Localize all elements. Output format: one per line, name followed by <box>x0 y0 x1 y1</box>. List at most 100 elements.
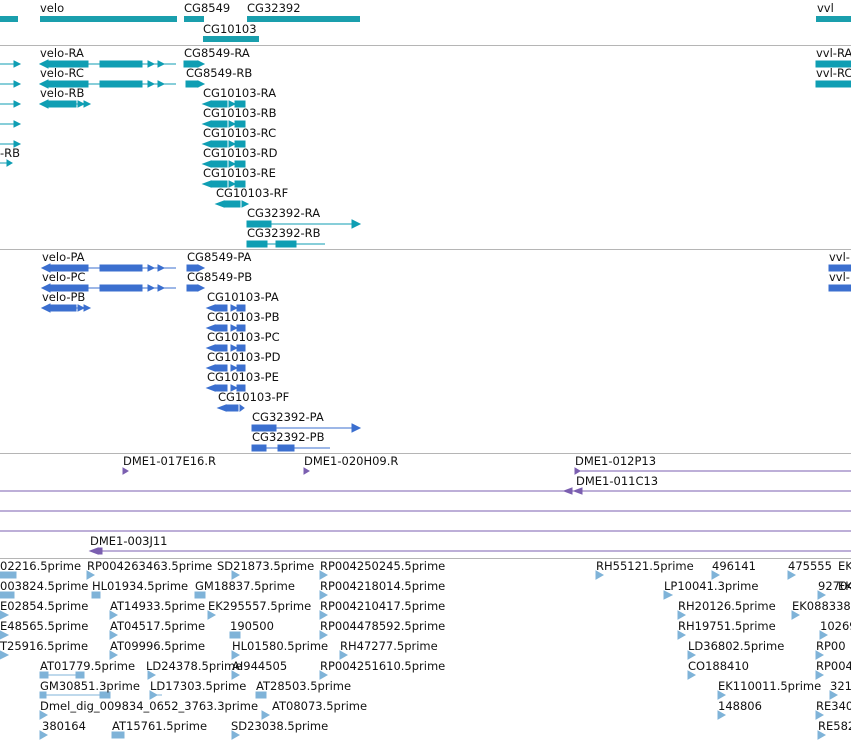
gene-glyph-cg10103[interactable] <box>203 36 259 42</box>
gene-glyph-vvl[interactable] <box>816 16 851 22</box>
est-label[interactable]: RP004478592.5prime <box>320 619 446 633</box>
est-label[interactable]: SD23038.5prime <box>231 719 329 733</box>
est-label[interactable]: 92704 <box>818 579 851 593</box>
gene-label-cg10103[interactable]: CG10103 <box>203 22 257 36</box>
clone-label[interactable]: DME1-011C13 <box>576 474 659 488</box>
est-label[interactable]: RH20126.5prime <box>678 599 776 613</box>
transcript-label[interactable]: CG32392-RA <box>247 206 321 220</box>
clone-label[interactable]: DME1-020H09.R <box>304 454 399 468</box>
est-label[interactable]: GM30851.3prime <box>40 679 140 693</box>
protein-label[interactable]: CG32392-PA <box>252 410 324 424</box>
est-label[interactable]: 380164 <box>42 719 86 733</box>
est-label[interactable]: LD36802.5prime <box>688 639 785 653</box>
transcript-label[interactable]: CG8549-RA <box>184 46 250 60</box>
est-label[interactable]: AT14933.5prime <box>110 599 206 613</box>
est-label[interactable]: LD24378.5prime <box>146 659 243 673</box>
est-label[interactable]: 190500 <box>230 619 274 633</box>
est-label[interactable]: LP10041.3prime <box>664 579 759 593</box>
est-label[interactable]: HL01934.5prime <box>92 579 189 593</box>
est-label[interactable]: HL01580.5prime <box>232 639 329 653</box>
est-label[interactable]: RH55121.5prime <box>596 559 694 573</box>
est-label[interactable]: E48565.5prime <box>0 619 89 633</box>
protein-label[interactable]: vvl- <box>829 270 850 284</box>
est-label[interactable]: AT09996.5prime <box>110 639 206 653</box>
est-label[interactable]: AI944505 <box>232 659 288 673</box>
clone-label[interactable]: DME1-012P13 <box>575 454 657 468</box>
gene-glyph-velo[interactable] <box>40 16 177 22</box>
transcript-label[interactable]: CG10103-RC <box>203 126 277 140</box>
est-label[interactable]: AT04517.5prime <box>110 619 206 633</box>
est-label[interactable]: EK2 <box>838 579 851 593</box>
est-label[interactable]: SD21873.5prime <box>217 559 315 573</box>
transcript-label[interactable]: vvl-RA <box>816 46 851 60</box>
est-label[interactable]: CO188410 <box>688 659 749 673</box>
est-label[interactable]: 003824.5prime <box>0 579 89 593</box>
protein-label[interactable]: velo-PC <box>42 270 86 284</box>
est-label[interactable]: AT28503.5prime <box>256 679 352 693</box>
protein-label[interactable]: vvl- <box>829 250 850 264</box>
est-label[interactable]: EK295557.5prime <box>208 599 312 613</box>
protein-label[interactable]: CG10103-PE <box>207 370 279 384</box>
protein-label[interactable]: CG8549-PA <box>187 250 252 264</box>
est-label[interactable]: 02216.5prime <box>0 559 82 573</box>
protein-label[interactable]: CG8549-PB <box>187 270 253 284</box>
est-label[interactable]: AT01779.5prime <box>40 659 136 673</box>
est-label[interactable]: EK110011.5prime <box>718 679 822 693</box>
est-label[interactable]: EK088338 <box>792 599 851 613</box>
est-label[interactable]: RP004 <box>816 659 851 673</box>
gene-label-cg8549[interactable]: CG8549 <box>184 1 231 15</box>
est-label[interactable]: T25916.5prime <box>0 639 89 653</box>
est-label[interactable]: E02854.5prime <box>0 599 89 613</box>
gene-glyph-cg8549[interactable] <box>184 16 204 22</box>
protein-label[interactable]: velo-PB <box>42 290 86 304</box>
est-label[interactable]: 148806 <box>718 699 762 713</box>
transcript-label[interactable]: CG8549-RB <box>186 66 253 80</box>
gene-glyph-cg32392[interactable] <box>247 16 360 22</box>
est-label[interactable]: RH19751.5prime <box>678 619 776 633</box>
transcript-label[interactable]: -RB <box>0 146 21 160</box>
protein-label[interactable]: CG32392-PB <box>252 430 325 444</box>
protein-label[interactable]: CG10103-PA <box>207 290 279 304</box>
est-label[interactable]: EK <box>838 559 851 573</box>
est-label[interactable]: 475555 <box>788 559 832 573</box>
est-label[interactable]: RP004250245.5prime <box>320 559 446 573</box>
est-label[interactable]: LD17303.5prime <box>150 679 247 693</box>
est-label[interactable]: 496141 <box>712 559 756 573</box>
transcript-label[interactable]: CG10103-RA <box>203 86 277 100</box>
transcript-label[interactable]: velo-RC <box>40 66 84 80</box>
gene-label-cg32392[interactable]: CG32392 <box>247 1 301 15</box>
est-label[interactable]: Dmel_dig_009834_0652_3763.3prime <box>40 699 259 713</box>
est-label[interactable]: AT15761.5prime <box>112 719 208 733</box>
gene-label-velo[interactable]: velo <box>40 1 65 15</box>
gene-glyph-left-edge[interactable] <box>0 16 18 22</box>
clone-label[interactable]: DME1-017E16.R <box>123 454 217 468</box>
est-label[interactable]: RH47277.5prime <box>340 639 438 653</box>
protein-label[interactable]: CG10103-PF <box>218 390 290 404</box>
protein-label[interactable]: CG10103-PD <box>207 350 281 364</box>
est-label[interactable]: RP004218014.5prime <box>320 579 446 593</box>
est-label[interactable]: GM18837.5prime <box>195 579 295 593</box>
est-label[interactable]: 10269834 <box>820 619 851 633</box>
protein-label[interactable]: CG10103-PC <box>207 330 280 344</box>
transcript-label[interactable]: CG10103-RD <box>203 146 278 160</box>
est-label[interactable]: RE582 <box>818 719 851 733</box>
protein-label[interactable]: velo-PA <box>42 250 85 264</box>
transcript-label[interactable]: CG10103-RB <box>203 106 277 120</box>
gene-label-vvl[interactable]: vvl <box>817 1 834 15</box>
transcript-label[interactable]: CG10103-RF <box>216 186 289 200</box>
clone-label[interactable]: DME1-003J11 <box>90 534 168 548</box>
transcript-label[interactable]: velo-RA <box>40 46 84 60</box>
est-label[interactable]: RE340 <box>816 699 851 713</box>
transcript-label[interactable]: CG10103-RE <box>203 166 276 180</box>
transcript-label[interactable]: vvl-RC <box>816 66 851 80</box>
est-label[interactable]: RP004210417.5prime <box>320 599 446 613</box>
est-label[interactable]: 321 <box>830 679 851 693</box>
est-label[interactable]: RP004251610.5prime <box>320 659 446 673</box>
est-label[interactable]: RP004263463.5prime <box>87 559 213 573</box>
est-label[interactable]: RP00 <box>816 639 846 653</box>
track-separator <box>0 45 851 46</box>
est-label[interactable]: AT08073.5prime <box>272 699 368 713</box>
protein-label[interactable]: CG10103-PB <box>207 310 280 324</box>
transcript-label[interactable]: velo-RB <box>40 86 85 100</box>
transcript-label[interactable]: CG32392-RB <box>247 226 321 240</box>
